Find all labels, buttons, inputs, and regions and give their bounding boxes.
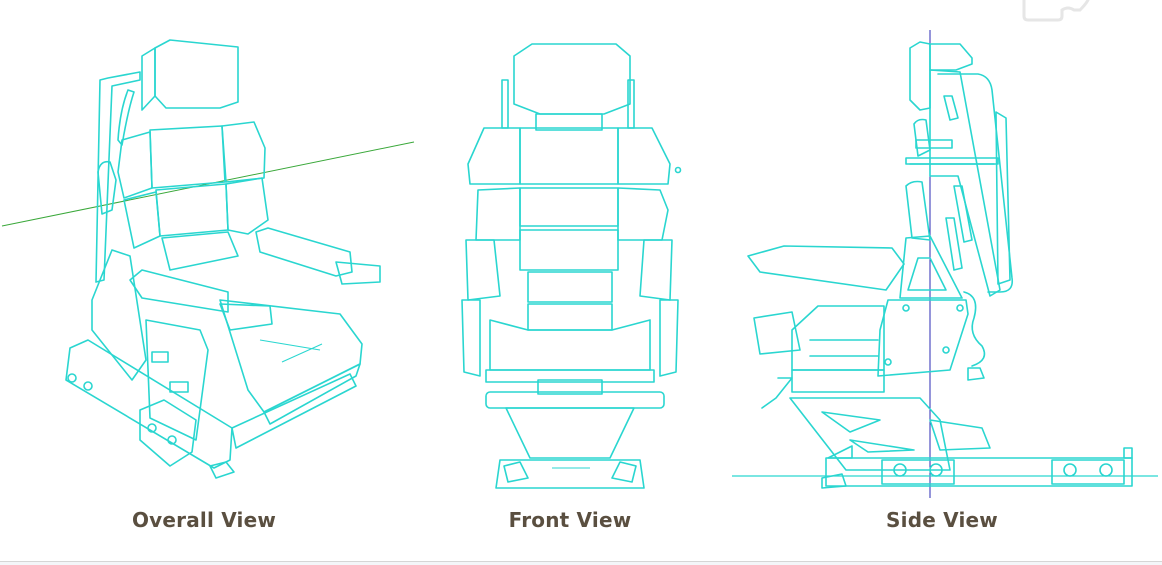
bottom-divider: [0, 561, 1162, 562]
side-view-drawing: [732, 30, 1158, 498]
caption-front-view: Front View: [508, 508, 632, 532]
overall-view-drawing: [1, 39, 415, 479]
front-view-panel: [440, 0, 710, 500]
caption-side-view: Side View: [886, 508, 998, 532]
caption-overall-view: Overall View: [131, 508, 277, 532]
side-view-panel: [720, 0, 1162, 500]
faded-chair-icon: [1022, 0, 1090, 22]
overall-view-panel: [0, 0, 420, 500]
front-view-drawing: [461, 43, 682, 489]
bottom-strip: [0, 562, 1162, 565]
